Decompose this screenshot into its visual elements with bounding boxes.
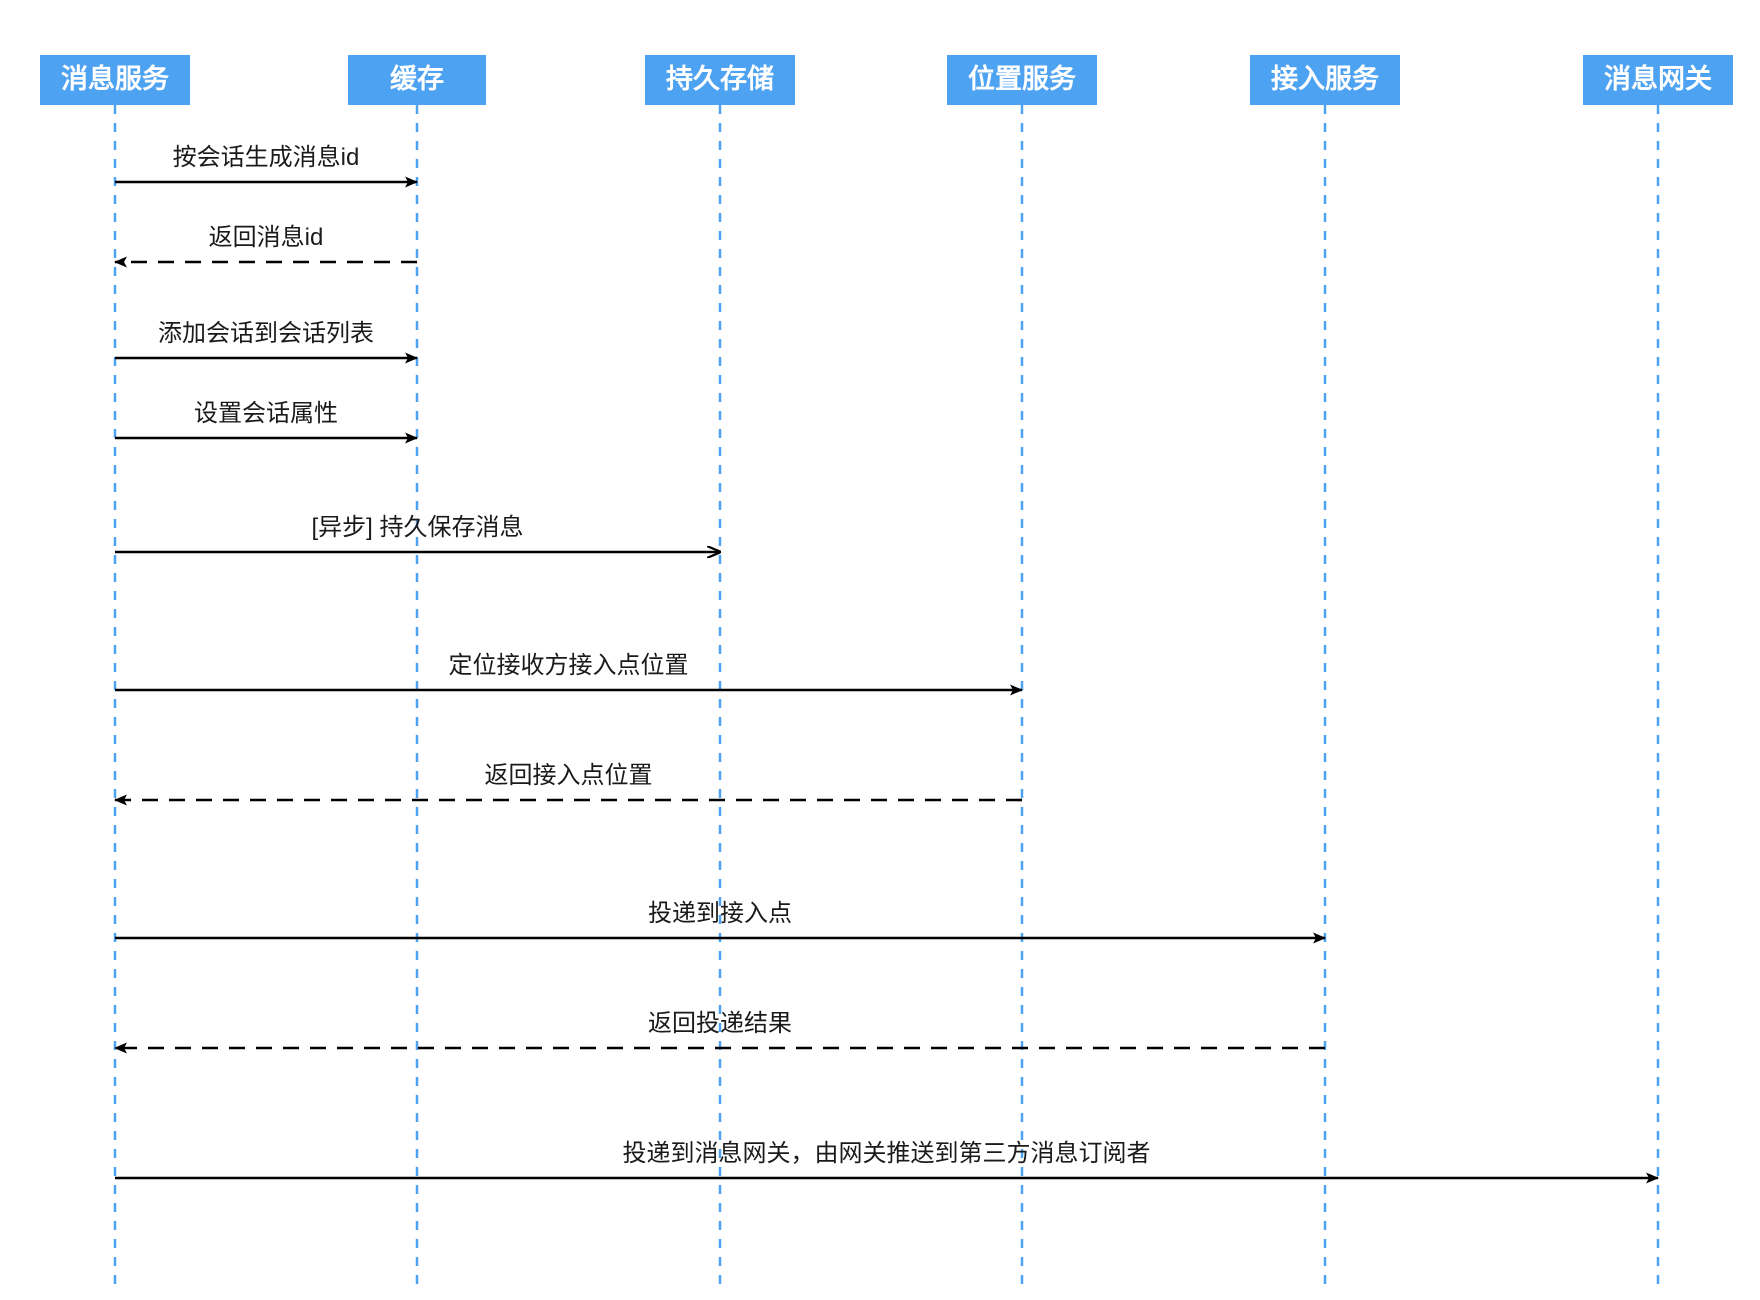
message-9[interactable]: 返回投递结果 xyxy=(114,1010,1325,1054)
participant-label-access: 接入服务 xyxy=(1271,64,1379,94)
participant-label-msg-service: 消息服务 xyxy=(61,63,169,94)
participant-label-location: 位置服务 xyxy=(968,63,1076,94)
message-8[interactable]: 投递到接入点 xyxy=(115,900,1326,944)
message-4[interactable]: 设置会话属性 xyxy=(115,400,418,444)
message-5[interactable]: [异步] 持久保存消息 xyxy=(115,514,720,552)
participant-box-gateway xyxy=(1583,55,1733,105)
participant-label-gateway: 消息网关 xyxy=(1604,63,1712,94)
message-label-5: [异步] 持久保存消息 xyxy=(311,514,523,541)
message-label-6: 定位接收方接入点位置 xyxy=(449,652,689,679)
message-2[interactable]: 返回消息id xyxy=(114,224,417,268)
message-label-2: 返回消息id xyxy=(209,224,324,251)
message-label-9: 返回投递结果 xyxy=(648,1010,792,1037)
message-label-8: 投递到接入点 xyxy=(648,900,792,927)
message-10[interactable]: 投递到消息网关，由网关推送到第三方消息订阅者 xyxy=(115,1140,1659,1184)
participant-box-location xyxy=(947,55,1097,105)
message-label-10: 投递到消息网关，由网关推送到第三方消息订阅者 xyxy=(623,1140,1151,1167)
message-3[interactable]: 添加会话到会话列表 xyxy=(115,320,418,364)
participant-location[interactable]: 位置服务 xyxy=(947,55,1097,105)
message-7[interactable]: 返回接入点位置 xyxy=(114,762,1022,806)
participants-group: 消息服务 缓存 持久存储 位置服务 接入服务 消息网关 xyxy=(40,55,1733,105)
lifelines-group xyxy=(113,105,1660,1285)
message-1[interactable]: 按会话生成消息id xyxy=(115,144,418,188)
message-label-3: 添加会话到会话列表 xyxy=(158,320,374,347)
message-6[interactable]: 定位接收方接入点位置 xyxy=(115,652,1023,696)
message-label-4: 设置会话属性 xyxy=(194,400,338,427)
participant-gateway[interactable]: 消息网关 xyxy=(1583,55,1733,105)
participant-storage[interactable]: 持久存储 xyxy=(645,55,795,105)
participant-box-msg-service xyxy=(40,55,190,105)
participant-box-cache xyxy=(348,55,486,105)
message-label-1: 按会话生成消息id xyxy=(173,144,360,171)
participant-cache[interactable]: 缓存 xyxy=(348,55,486,105)
participant-label-storage: 持久存储 xyxy=(666,64,774,94)
participant-access[interactable]: 接入服务 xyxy=(1250,55,1400,105)
participant-label-cache: 缓存 xyxy=(390,64,444,94)
participant-box-access xyxy=(1250,55,1400,105)
message-label-7: 返回接入点位置 xyxy=(485,762,653,789)
participant-box-storage xyxy=(645,55,795,105)
participant-msg-service[interactable]: 消息服务 xyxy=(40,55,190,105)
